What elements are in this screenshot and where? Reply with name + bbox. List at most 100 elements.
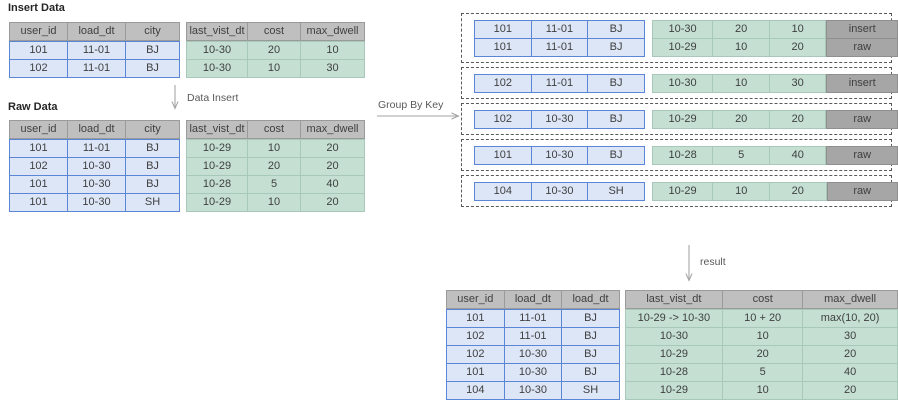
column-gap <box>180 194 186 212</box>
table-cell: SH <box>587 182 645 201</box>
table-cell: 10 <box>247 194 300 212</box>
table-cell: BJ <box>125 158 180 176</box>
column-header: max_dwell <box>802 290 898 309</box>
table-cell: 20 <box>722 346 803 364</box>
column-gap <box>180 41 186 60</box>
table-cell: 10 <box>712 74 769 93</box>
table-cell: 10-30 <box>530 146 588 165</box>
row-tag: insert <box>826 74 898 93</box>
table-cell: 20 <box>768 182 827 201</box>
table-cell: BJ <box>587 110 645 129</box>
table-cell: 11-01 <box>503 309 562 328</box>
table-cell: 10 <box>768 20 827 39</box>
table-cell: 10-30 <box>530 110 588 129</box>
column-gap <box>644 182 652 201</box>
column-header: load_dt <box>67 22 125 41</box>
table-cell: 10-30 <box>186 41 247 60</box>
table-cell: BJ <box>125 60 180 78</box>
column-header: max_dwell <box>300 120 365 139</box>
table-cell: BJ <box>125 176 180 194</box>
table-cell: 10-29 <box>624 346 723 364</box>
table-cell: 10-30 <box>503 346 562 364</box>
table-cell: 101 <box>446 364 504 382</box>
table-cell: 102 <box>446 328 504 346</box>
column-header: last_vist_dt <box>186 120 247 139</box>
table-cell: 10 <box>300 41 365 60</box>
table-cell: 20 <box>247 41 300 60</box>
table-cell: 5 <box>247 176 300 194</box>
table-cell: 10 <box>247 60 300 78</box>
column-gap <box>619 290 625 309</box>
table-cell: 5 <box>712 146 769 165</box>
table-cell: 101 <box>9 139 67 158</box>
table-cell: 10-29 <box>651 182 713 201</box>
column-gap <box>619 382 625 400</box>
table-cell: BJ <box>561 309 620 328</box>
table-cell: 20 <box>712 110 769 129</box>
table-cell: 101 <box>9 41 67 60</box>
table-cell: 30 <box>300 60 365 78</box>
table-cell: BJ <box>125 139 180 158</box>
table-cell: 20 <box>802 346 898 364</box>
table-cell: 10-30 <box>186 60 247 78</box>
column-header: user_id <box>9 120 67 139</box>
table-cell: 102 <box>9 60 67 78</box>
table-cell: 30 <box>768 74 827 93</box>
table-cell: 10-30 <box>503 382 562 400</box>
insert-data-title: Insert Data <box>8 2 65 14</box>
table-cell: 10-29 <box>651 110 713 129</box>
table-cell: 101 <box>474 20 531 39</box>
table-cell: 102 <box>474 74 531 93</box>
column-header: city <box>125 120 180 139</box>
column-gap <box>180 22 186 41</box>
table-cell: 101 <box>446 309 504 328</box>
table-cell: 11-01 <box>67 139 125 158</box>
row-tag: insert <box>826 20 898 39</box>
table-cell: 10-29 <box>186 158 247 176</box>
column-gap <box>180 139 186 158</box>
column-gap <box>644 74 652 93</box>
table-cell: 20 <box>300 139 365 158</box>
arrow-label-result: result <box>700 256 726 268</box>
table-cell: 10-28 <box>186 176 247 194</box>
table-cell: 20 <box>712 20 769 39</box>
column-gap <box>619 364 625 382</box>
table-cell: 20 <box>247 158 300 176</box>
table-cell: 20 <box>802 382 898 400</box>
table-cell: 40 <box>802 364 898 382</box>
table-cell: 101 <box>9 176 67 194</box>
column-gap <box>619 328 625 346</box>
table-cell: BJ <box>587 74 645 93</box>
column-gap <box>180 60 186 78</box>
column-header: last_vist_dt <box>624 290 723 309</box>
column-header: load_dt <box>503 290 562 309</box>
table-cell: 20 <box>768 39 827 57</box>
table-cell: 10-30 <box>67 176 125 194</box>
table-cell: 104 <box>474 182 531 201</box>
column-header: city <box>125 22 180 41</box>
column-header: cost <box>722 290 803 309</box>
table-cell: 40 <box>768 146 827 165</box>
table-cell: BJ <box>587 39 645 57</box>
table-cell: 101 <box>474 39 531 57</box>
column-gap <box>644 146 652 165</box>
table-cell: 10-30 <box>651 20 713 39</box>
column-gap <box>644 39 652 57</box>
column-header: last_vist_dt <box>186 22 247 41</box>
table-cell: 10-29 -> 10-30 <box>624 309 723 328</box>
